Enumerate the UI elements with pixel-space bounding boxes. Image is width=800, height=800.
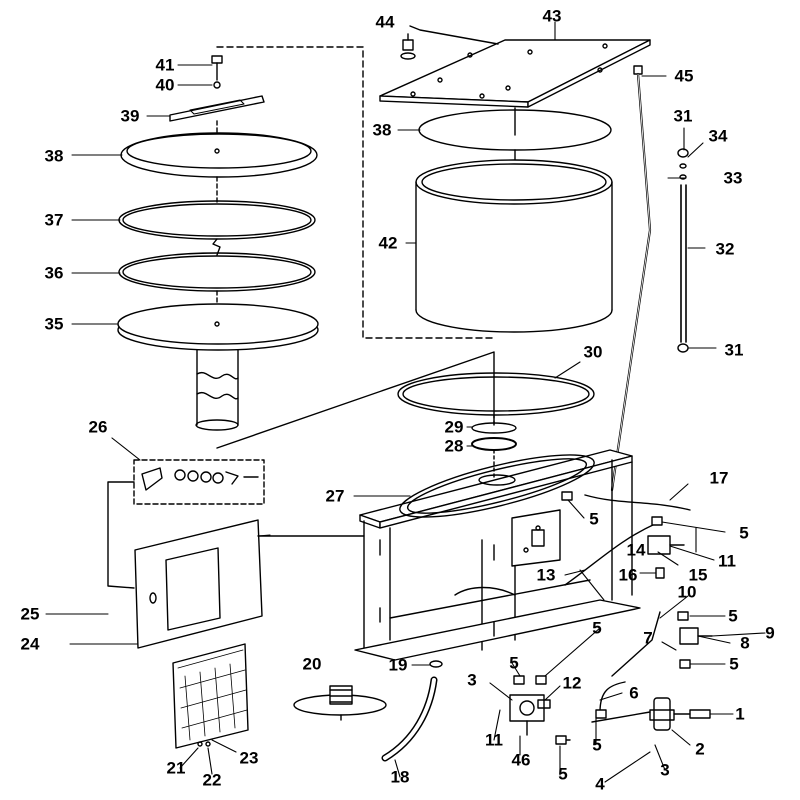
callout-46: 46 — [511, 750, 531, 770]
callout-35: 35 — [44, 314, 64, 334]
callout-27: 27 — [325, 486, 345, 506]
o-ring-28 — [471, 437, 517, 451]
callout-6: 6 — [629, 683, 639, 703]
callout-15: 15 — [688, 565, 708, 585]
callout-21: 21 — [166, 758, 186, 778]
cover-plate-43 — [379, 39, 651, 108]
air-hose-45 — [610, 65, 652, 492]
control-box-13 — [511, 509, 561, 567]
callout-5-h: 5 — [558, 764, 568, 784]
callout-18: 18 — [390, 767, 410, 787]
callout-7: 7 — [643, 628, 653, 648]
callout-14: 14 — [626, 540, 646, 560]
callout-43: 43 — [542, 6, 562, 26]
callout-32: 32 — [715, 239, 735, 259]
callout-13: 13 — [536, 565, 556, 585]
screw-41 — [211, 55, 223, 81]
callout-38-left: 38 — [44, 146, 64, 166]
callout-28: 28 — [444, 436, 464, 456]
callout-5-f: 5 — [509, 653, 519, 673]
callout-5-e: 5 — [729, 654, 739, 674]
callout-5-c: 5 — [728, 606, 738, 626]
leader-lines — [45, 21, 766, 783]
callout-38-center: 38 — [372, 120, 392, 140]
fitting-44 — [400, 25, 499, 60]
callout-3-bottom: 3 — [660, 760, 670, 780]
handle-kit-26 — [107, 459, 265, 589]
follower-shaft — [195, 349, 239, 431]
callout-24: 24 — [20, 634, 40, 654]
gasket-30 — [397, 372, 595, 416]
fittings-5 — [513, 491, 691, 745]
callout-5-b: 5 — [739, 523, 749, 543]
callout-29: 29 — [444, 417, 464, 437]
callout-23: 23 — [239, 748, 259, 768]
callout-2: 2 — [695, 739, 705, 759]
valve-14 — [647, 535, 685, 555]
callout-5-a: 5 — [589, 509, 599, 529]
callout-5-d: 5 — [592, 618, 602, 638]
tie-rod-32 — [677, 148, 689, 353]
drum-42 — [415, 159, 613, 333]
callout-44: 44 — [375, 12, 395, 32]
callout-25: 25 — [20, 604, 40, 624]
block-8 — [679, 627, 713, 645]
callout-4: 4 — [595, 774, 605, 794]
callout-10: 10 — [677, 582, 697, 602]
callout-33: 33 — [723, 168, 743, 188]
callout-1: 1 — [735, 704, 745, 724]
callout-40: 40 — [155, 75, 175, 95]
callout-42: 42 — [378, 233, 398, 253]
callout-11-top: 11 — [718, 551, 736, 571]
callout-17: 17 — [709, 468, 729, 488]
callout-30: 30 — [583, 342, 603, 362]
screen-23 — [172, 643, 249, 749]
callout-8: 8 — [740, 633, 750, 653]
callout-36: 36 — [44, 263, 64, 283]
callout-37: 37 — [44, 210, 64, 230]
seal-ring-37 — [118, 200, 316, 240]
callout-12: 12 — [562, 673, 582, 693]
hose-18 — [381, 660, 443, 762]
follower-plate-35 — [117, 303, 319, 351]
o-ring-29 — [471, 422, 517, 434]
callout-3-top: 3 — [467, 670, 477, 690]
washer-40 — [213, 81, 221, 89]
regulator-2 — [649, 697, 711, 731]
callout-16: 16 — [618, 565, 638, 585]
seal-ring-36 — [118, 252, 316, 292]
follower-ring-38-left — [120, 132, 318, 178]
callout-34: 34 — [708, 126, 728, 146]
callout-41: 41 — [155, 55, 175, 75]
door-24 — [134, 519, 365, 649]
plate-39 — [169, 95, 265, 141]
callout-20: 20 — [302, 654, 322, 674]
callout-22: 22 — [202, 770, 222, 790]
callout-5-g: 5 — [592, 735, 602, 755]
callout-31-bottom: 31 — [724, 340, 744, 360]
callout-9: 9 — [765, 623, 775, 643]
callout-39: 39 — [120, 106, 140, 126]
callout-11-bottom: 11 — [485, 730, 503, 750]
base-plate-20 — [293, 685, 387, 721]
callout-45: 45 — [674, 66, 694, 86]
callout-19: 19 — [388, 655, 408, 675]
callout-31-top: 31 — [673, 106, 693, 126]
callout-26: 26 — [88, 417, 108, 437]
pump-46 — [509, 694, 551, 736]
